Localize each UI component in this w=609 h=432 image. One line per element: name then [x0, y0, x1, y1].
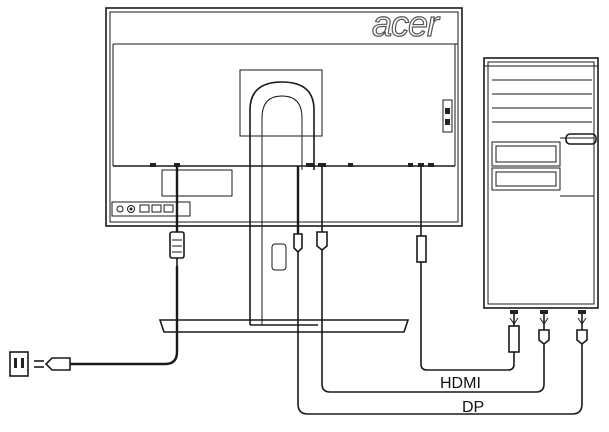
hdmi-label: HDMI: [440, 375, 481, 392]
hdmi-connector-pc: [508, 325, 520, 353]
power-outlet: [9, 351, 29, 377]
dp-connector-monitor: [316, 231, 328, 252]
connection-arrows: [509, 317, 587, 325]
control-panel: [111, 201, 191, 217]
monitor-stand: [158, 81, 410, 333]
third-connector-pc: [576, 329, 588, 346]
hdmi-cable: HDMI: [416, 166, 520, 392]
dp-connector-pc: [538, 329, 550, 346]
wall-plug: [44, 357, 71, 371]
third-connector-monitor: [293, 233, 303, 254]
case-handle: [565, 133, 597, 145]
drive-bay: [491, 141, 561, 167]
power-plug-connector: [169, 231, 185, 259]
side-buttons: [442, 99, 453, 133]
power-inlet-panel: [161, 169, 233, 197]
monitor: acer: [105, 2, 463, 227]
cable-clip: [271, 243, 287, 271]
brand-logo: acer: [372, 3, 441, 44]
computer-tower: [483, 57, 599, 314]
drive-bay: [491, 167, 561, 191]
third-cable: [293, 166, 588, 415]
dp-cable: DP: [316, 166, 550, 416]
stand-base: [158, 319, 410, 333]
dp-label: DP: [462, 399, 484, 416]
hdmi-connector-monitor: [416, 235, 427, 263]
power-cable: [9, 166, 185, 377]
vesa-mount-plate: [239, 69, 323, 137]
